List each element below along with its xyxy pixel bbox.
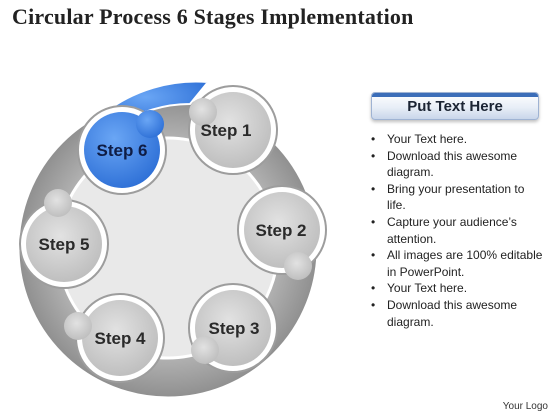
panel-header-text: Put Text Here: [407, 98, 503, 115]
page-title: Circular Process 6 Stages Implementation: [12, 4, 414, 29]
step-3-node[interactable]: Step 3: [188, 283, 278, 373]
step-4-node[interactable]: Step 4: [64, 293, 165, 383]
step-4-label: Step 4: [94, 329, 146, 348]
step-5-node[interactable]: Step 5: [19, 189, 109, 289]
step-2-node[interactable]: Step 2: [237, 185, 327, 280]
bullet-item: Capture your audience’s attention.: [368, 214, 546, 247]
step-1-node[interactable]: Step 1: [188, 85, 278, 175]
step-5-label: Step 5: [38, 235, 89, 254]
bullet-item: All images are 100% editable in PowerPoi…: [368, 247, 546, 280]
step-2-label: Step 2: [255, 221, 306, 240]
bullet-item: Bring your presentation to life.: [368, 181, 546, 214]
step-6-label: Step 6: [96, 141, 147, 160]
logo-text: Your Logo: [502, 401, 548, 412]
bullet-list: Your Text here. Download this awesome di…: [368, 131, 546, 330]
step-6-node[interactable]: Step 6: [77, 105, 167, 195]
bullet-item: Download this awesome diagram.: [368, 148, 546, 181]
bullet-item: Your Text here.: [368, 280, 546, 297]
panel-header: Put Text Here: [371, 92, 539, 120]
bullet-item: Your Text here.: [368, 131, 546, 148]
circular-process-diagram: Step 1 Step 2 Step 3 Step 4 Step 5 Step …: [16, 80, 327, 400]
step-1-label: Step 1: [200, 121, 251, 140]
step-3-label: Step 3: [208, 319, 259, 338]
bullet-item: Download this awesome diagram.: [368, 297, 546, 330]
